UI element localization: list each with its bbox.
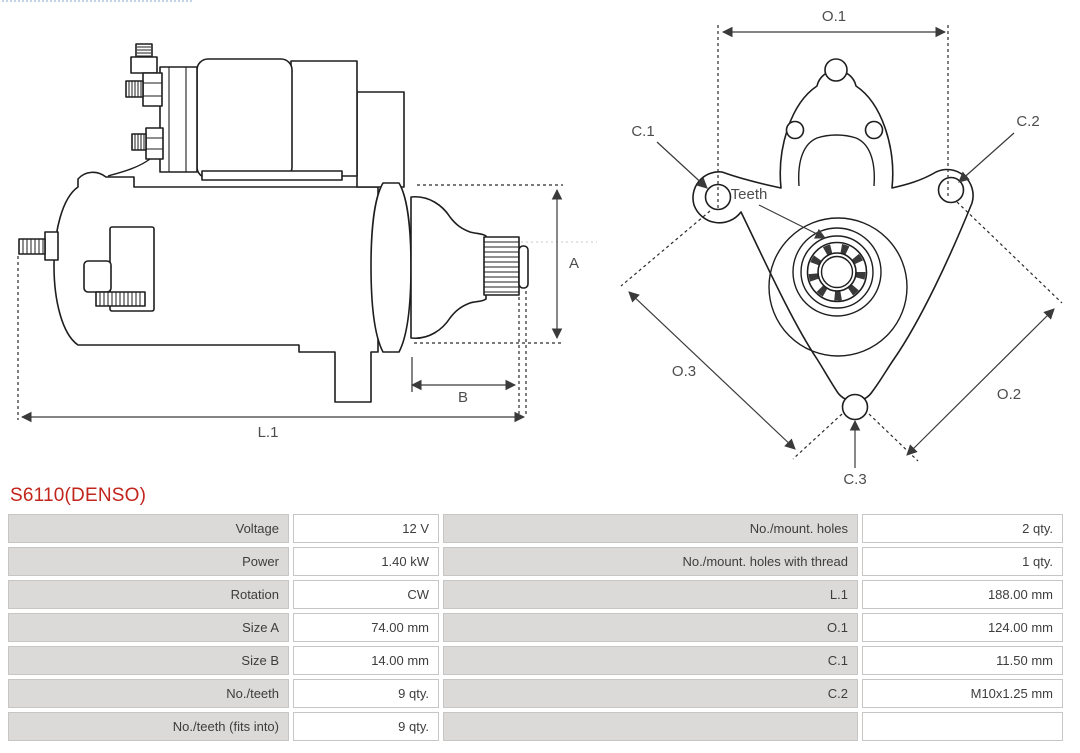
spec-label: No./teeth <box>8 679 289 708</box>
solenoid-bracket <box>201 170 343 181</box>
spec-value: 12 V <box>293 514 439 543</box>
rear-small-block <box>83 260 112 293</box>
spec-label: No./teeth (fits into) <box>8 712 289 741</box>
spec-value: M10x1.25 mm <box>862 679 1063 708</box>
dim-label-c3: C.3 <box>843 471 866 488</box>
dim-label-o2: O.2 <box>997 386 1021 403</box>
dim-label-c2: C.2 <box>1016 113 1039 130</box>
arch-hole-left <box>785 120 805 140</box>
spec-label: Size A <box>8 613 289 642</box>
arch-inner-edge <box>798 134 875 187</box>
solenoid-cap <box>159 66 198 173</box>
spec-label: O.1 <box>443 613 858 642</box>
technical-drawing: A B L.1 O.1 C.1 C.2 Teeth <box>17 8 1063 488</box>
mount-hole-c2 <box>937 176 965 204</box>
pinion-gear <box>483 236 520 296</box>
drive-end-flange <box>370 182 412 353</box>
teeth-label: Teeth <box>731 186 768 203</box>
spec-label: C.2 <box>443 679 858 708</box>
pinion-cap <box>518 245 529 289</box>
dim-label-l1: L.1 <box>258 424 279 441</box>
dim-extension-dotted <box>620 25 1063 462</box>
dim-o3-arrow <box>628 291 796 450</box>
spec-table: Voltage 12 V No./mount. holes 2 qty. Pow… <box>8 514 1063 741</box>
spec-label: Size B <box>8 646 289 675</box>
mount-hole-c1 <box>704 183 732 211</box>
dim-label-o3: O.3 <box>672 363 696 380</box>
spec-value: 1 qty. <box>862 547 1063 576</box>
spec-value <box>862 712 1063 741</box>
page-title: S6110(DENSO) <box>10 485 147 506</box>
spec-value: 9 qty. <box>293 679 439 708</box>
mount-hole-c3 <box>841 393 869 421</box>
dim-label-c1: C.1 <box>631 123 654 140</box>
spec-value: 124.00 mm <box>862 613 1063 642</box>
spec-label: No./mount. holes <box>443 514 858 543</box>
dim-o2-arrow <box>906 308 1055 456</box>
leader-c2 <box>958 132 1015 183</box>
starter-side-view: A B L.1 <box>17 43 597 441</box>
spec-value: 9 qty. <box>293 712 439 741</box>
spec-value: 188.00 mm <box>862 580 1063 609</box>
spec-value: 14.00 mm <box>293 646 439 675</box>
arch-hole-right <box>864 120 884 140</box>
dim-label-o1: O.1 <box>822 8 846 25</box>
solenoid-cylinder <box>196 58 293 179</box>
spec-label: Voltage <box>8 514 289 543</box>
spec-label: No./mount. holes with thread <box>443 547 858 576</box>
spec-value: 74.00 mm <box>293 613 439 642</box>
dim-label-b: B <box>458 389 468 406</box>
spec-value: 11.50 mm <box>862 646 1063 675</box>
spec-value: 2 qty. <box>862 514 1063 543</box>
spline-teeth <box>808 243 866 301</box>
spec-value: CW <box>293 580 439 609</box>
nose-cone <box>410 196 487 339</box>
top-bolt-hole <box>824 58 848 82</box>
spec-label: L.1 <box>443 580 858 609</box>
page-artifact-dotted-line <box>2 0 192 2</box>
spec-value: 1.40 kW <box>293 547 439 576</box>
leader-teeth <box>758 204 826 239</box>
spec-label <box>443 712 858 741</box>
shaft-bore <box>817 252 857 292</box>
dim-label-a: A <box>569 255 579 272</box>
starter-front-view: O.1 C.1 C.2 Teeth O.3 O.2 C.3 <box>620 8 1063 488</box>
dim-extension-dotted <box>17 184 563 420</box>
terminal-bolts <box>107 43 164 177</box>
spec-label: Rotation <box>8 580 289 609</box>
spec-label: C.1 <box>443 646 858 675</box>
leader-c1 <box>656 141 708 189</box>
spec-label: Power <box>8 547 289 576</box>
